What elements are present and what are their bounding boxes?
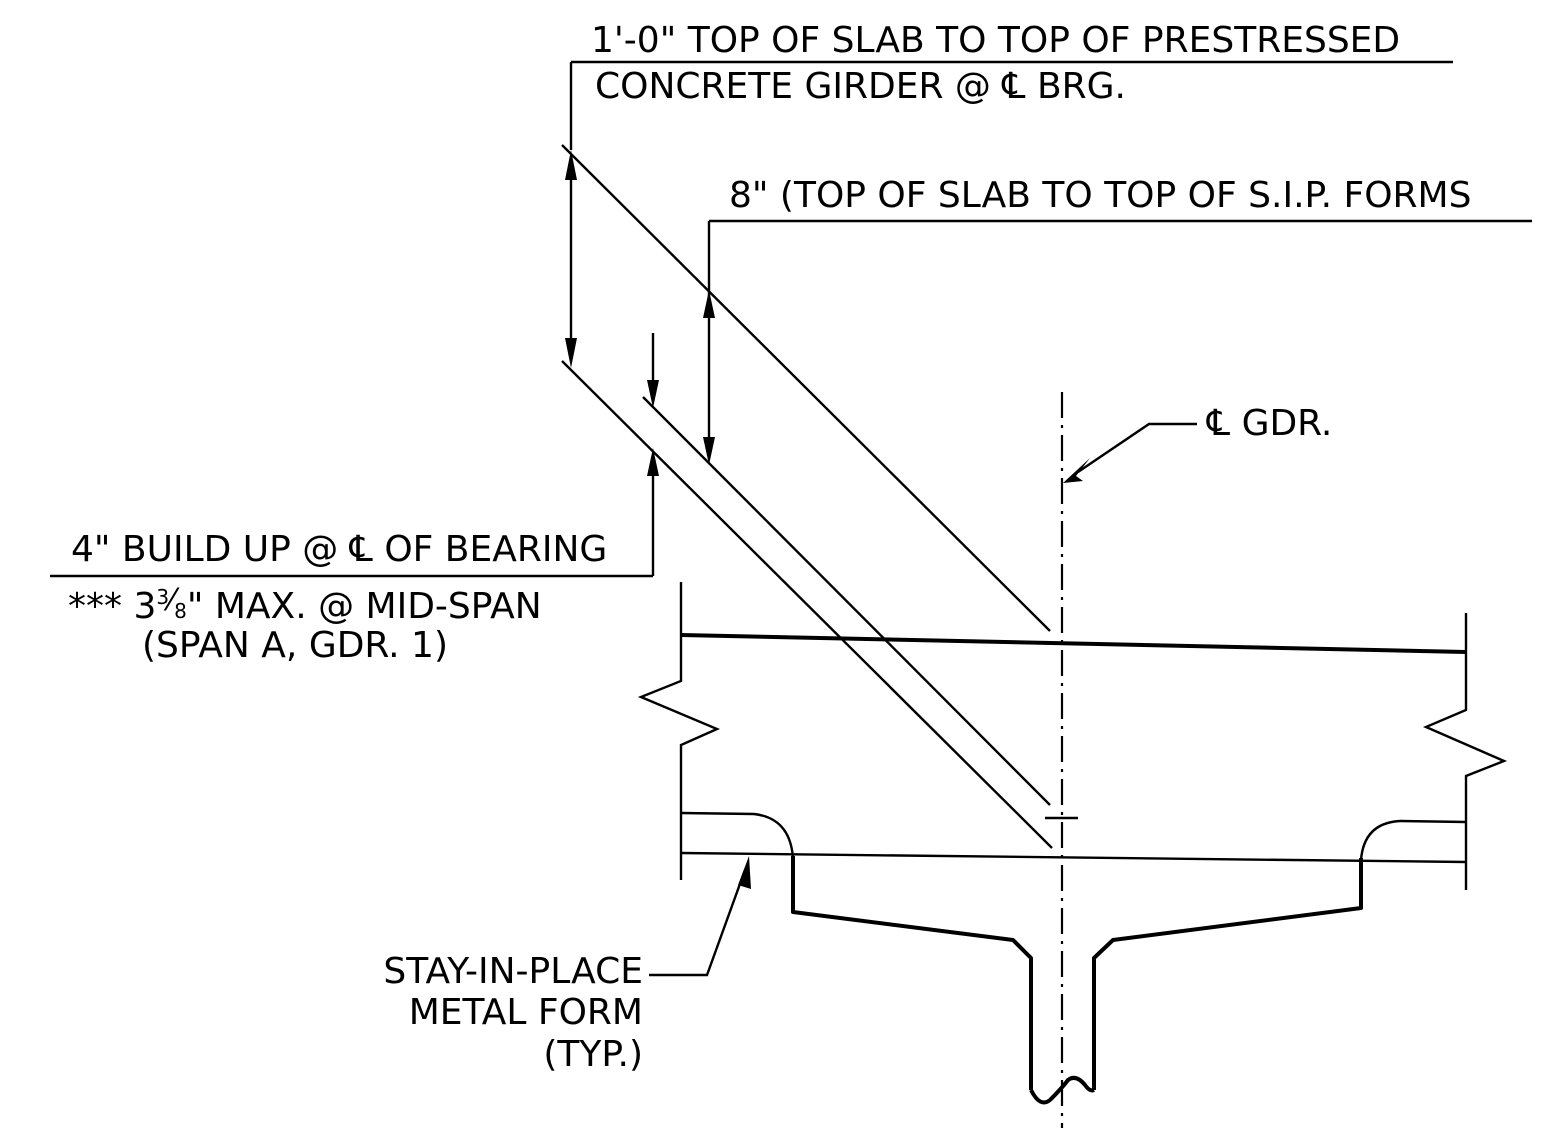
- sip-form-leader: [649, 856, 751, 977]
- sip-form-label-line1: STAY-IN-PLACE: [383, 951, 643, 992]
- skew-line-sip-form: [642, 396, 1051, 806]
- build-up-label-a: 4" BUILD UP @: [71, 529, 350, 570]
- skew-line-top-of-slab: [561, 144, 1051, 632]
- slab-top-line: [680, 633, 1467, 654]
- max-midspan-label-a: *** 3: [68, 586, 156, 627]
- slab-bottom-line: [680, 851, 1467, 864]
- build-up-label-b: OF BEARING: [373, 529, 607, 570]
- girder-web-break: [1029, 1075, 1095, 1105]
- max-midspan-label-b: " MAX. @ MID-SPAN: [187, 586, 542, 627]
- fraction-denominator: 8: [174, 599, 187, 623]
- centerline-symbol: ℄: [1001, 66, 1025, 107]
- cl-gdr-leader: [1077, 422, 1197, 473]
- sip-forms-arrow-up: [703, 290, 715, 318]
- sip-form-arrow: [738, 856, 751, 889]
- cl-gdr-label-text: GDR.: [1230, 403, 1332, 444]
- sip-forms-label: 8" (TOP OF SLAB TO TOP OF S.I.P. FORMS: [729, 175, 1471, 216]
- build-up-label: 4" BUILD UP @ ℄ OF BEARING: [71, 529, 607, 570]
- top-slab-label-line2-a: CONCRETE GIRDER @: [595, 66, 1002, 107]
- fraction-numerator: 3: [156, 585, 169, 609]
- sip-forms-arrow-down: [703, 437, 715, 465]
- span-label: (SPAN A, GDR. 1): [142, 625, 448, 666]
- skewed-bearing-lines: [561, 144, 1053, 849]
- right-form-top-line: [1399, 819, 1467, 824]
- slab-section: [637, 582, 1508, 890]
- left-flange-fillet: [753, 812, 795, 859]
- right-break-line: [1422, 613, 1508, 890]
- girder-centerline: [1045, 392, 1197, 1128]
- sip-form-label-line3: (TYP.): [543, 1034, 643, 1075]
- top-slab-arrow-up: [565, 150, 577, 180]
- girder-left-outline: [791, 856, 1033, 1090]
- top-slab-dimension: [565, 60, 1453, 368]
- girder-section: [753, 812, 1401, 1105]
- left-break-line: [637, 582, 721, 880]
- sip-form-label-line2: METAL FORM: [409, 992, 643, 1033]
- centerline-symbol: ℄: [1206, 403, 1230, 444]
- cl-gdr-label: ℄ GDR.: [1206, 403, 1332, 444]
- top-slab-arrow-down: [565, 338, 577, 368]
- centerline-symbol: ℄: [349, 529, 373, 570]
- girder-right-outline: [1092, 858, 1363, 1090]
- max-midspan-label: *** 33⁄8" MAX. @ MID-SPAN: [68, 583, 542, 627]
- top-slab-label-line2: CONCRETE GIRDER @ ℄ BRG.: [595, 66, 1126, 107]
- left-form-top-line: [680, 811, 755, 816]
- build-up-arrow-up: [647, 448, 659, 476]
- skew-line-bottom-slab: [561, 360, 1053, 849]
- right-flange-fillet: [1359, 819, 1401, 861]
- sip-form-leader-line: [649, 869, 747, 977]
- build-up-dimension: [50, 333, 659, 578]
- sip-forms-dimension: [703, 219, 1532, 465]
- cl-gdr-arrow: [1063, 458, 1090, 483]
- top-slab-label-line2-b: BRG.: [1026, 66, 1127, 107]
- top-slab-label-line1: 1'-0" TOP OF SLAB TO TOP OF PRESTRESSED: [591, 20, 1400, 61]
- build-up-arrow-down: [647, 380, 659, 408]
